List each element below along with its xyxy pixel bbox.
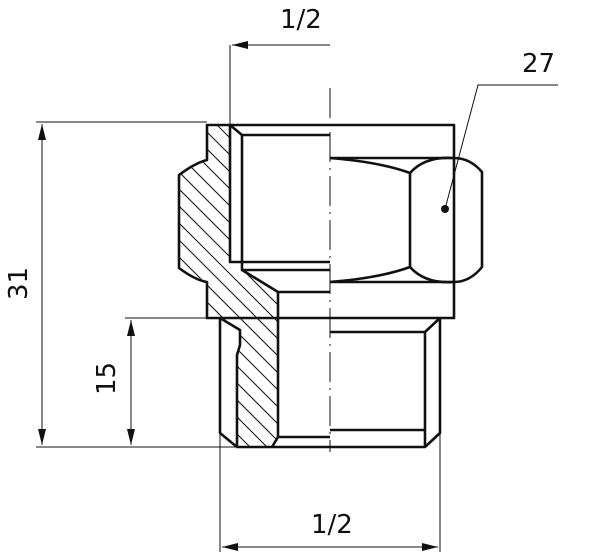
dim-label-bottom-thread: 1/2 bbox=[311, 510, 353, 540]
dim-label-overall-height: 31 bbox=[4, 267, 34, 300]
hatch-line bbox=[191, 125, 278, 447]
section-hatching bbox=[179, 100, 600, 500]
dimension-overall-height: 31 bbox=[4, 121, 237, 448]
hatch-line bbox=[179, 125, 278, 447]
hatch-line bbox=[179, 125, 278, 447]
fitting-body bbox=[177, 123, 456, 449]
hatch-line bbox=[179, 125, 278, 447]
hatch-line bbox=[179, 125, 278, 447]
hatch-line bbox=[345, 100, 600, 500]
hatch-line bbox=[179, 125, 278, 447]
hatch-line bbox=[515, 100, 600, 500]
dimension-top-thread: 1/2 bbox=[229, 5, 330, 125]
hatch-line bbox=[464, 100, 600, 500]
hatch-line bbox=[549, 100, 600, 500]
hatch-line bbox=[430, 100, 600, 500]
hatch-line bbox=[179, 125, 278, 447]
hatch-line bbox=[179, 125, 253, 447]
hatch-line bbox=[179, 125, 278, 447]
hatch-line bbox=[179, 125, 278, 447]
dim-label-hex-size: 27 bbox=[522, 49, 555, 79]
hatch-line bbox=[362, 100, 600, 500]
hatch-line bbox=[481, 100, 600, 500]
hatch-line bbox=[447, 100, 600, 500]
hatch-line bbox=[498, 100, 600, 500]
hatch-line bbox=[413, 100, 600, 500]
hatch-line bbox=[276, 125, 278, 447]
hatch-line bbox=[242, 125, 278, 447]
hatch-line bbox=[179, 125, 278, 447]
hatch-line bbox=[179, 125, 278, 447]
hatch-line bbox=[566, 100, 600, 500]
dimension-hex-size: 27 bbox=[444, 49, 558, 210]
dim-label-thread-length: 15 bbox=[92, 362, 122, 395]
dim-label-top-thread: 1/2 bbox=[280, 5, 322, 35]
hatch-line bbox=[583, 100, 600, 500]
hatch-line bbox=[225, 125, 278, 447]
dimension-thread-length: 15 bbox=[92, 317, 220, 445]
hatch-line bbox=[179, 125, 278, 447]
hatch-line bbox=[379, 100, 600, 500]
hatch-line bbox=[179, 125, 278, 447]
hatch-line bbox=[179, 125, 236, 447]
dimension-bottom-thread: 1/2 bbox=[219, 433, 441, 552]
hatch-line bbox=[532, 100, 600, 500]
hex-nut bbox=[329, 156, 484, 284]
hatch-line bbox=[208, 125, 278, 447]
hatch-line bbox=[396, 100, 600, 500]
hatch-line bbox=[179, 125, 278, 447]
